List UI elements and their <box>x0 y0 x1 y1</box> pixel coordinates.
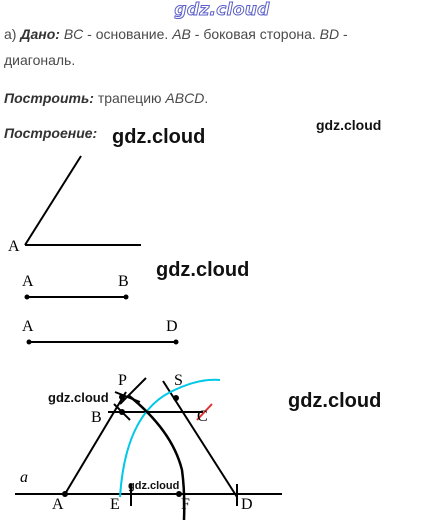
label-a: A <box>52 496 64 513</box>
given-line-2: диагональ. <box>4 52 76 68</box>
watermark: gdz.cloud <box>156 259 250 281</box>
segment-point <box>123 294 129 300</box>
point-s <box>173 395 179 401</box>
point-b <box>119 409 125 415</box>
arc-black <box>127 394 186 521</box>
red-tick <box>196 403 213 421</box>
label-line-a: a <box>20 469 28 486</box>
site-title[interactable]: gdz.cloud <box>174 0 270 21</box>
arc-cyan <box>119 378 221 498</box>
construction-label: Построение: <box>4 125 98 141</box>
given-text: - основание. <box>83 26 173 42</box>
watermark: gdz.cloud <box>128 480 180 492</box>
segment-ab: AB <box>172 26 191 42</box>
ray-ap <box>64 391 127 495</box>
watermark: gdz.cloud <box>48 390 109 405</box>
construction-line: Построение: <box>4 121 97 145</box>
label-c: C <box>197 408 208 425</box>
label-b: B <box>91 409 102 426</box>
label-seg1-start: A <box>22 273 34 290</box>
label-f: F <box>181 496 190 513</box>
given-text: - боковая сторона. <box>190 26 320 42</box>
label-seg2-start: A <box>22 318 34 335</box>
segment-point <box>173 339 179 345</box>
prefix: а) <box>4 26 21 42</box>
construct-line: Построить: трапецию ABCD. <box>4 86 208 110</box>
segment-point <box>24 294 30 300</box>
construct-end: . <box>204 90 209 106</box>
given-text: - <box>339 26 348 42</box>
label-seg2-end: D <box>166 318 178 335</box>
construct-label: Построить: <box>4 90 94 106</box>
segment-bc: BC <box>63 26 84 42</box>
label-e: E <box>110 496 120 513</box>
angle-ray-slanted <box>24 155 82 246</box>
segment-point <box>26 339 32 345</box>
cross-mark <box>114 391 141 403</box>
label-s: S <box>174 372 183 389</box>
watermark: gdz.cloud <box>112 126 206 148</box>
construct-text: трапецию <box>93 90 166 106</box>
watermark: gdz.cloud <box>288 390 382 412</box>
point-f <box>176 491 182 497</box>
trapezoid-name: ABCD <box>165 90 205 106</box>
point-p <box>119 394 125 400</box>
given-label: Дано: <box>20 26 60 42</box>
watermark: gdz.cloud <box>316 117 382 133</box>
label-d: D <box>241 496 253 513</box>
given-line: а) Дано: BC - основание. AB - боковая ст… <box>4 22 348 46</box>
point-a <box>62 491 68 497</box>
label-seg1-end: B <box>118 273 129 290</box>
label-p: P <box>118 372 127 389</box>
construction-mark <box>119 377 147 405</box>
label-angle-vertex: A <box>8 238 20 255</box>
segment-bd: BD <box>319 26 340 42</box>
